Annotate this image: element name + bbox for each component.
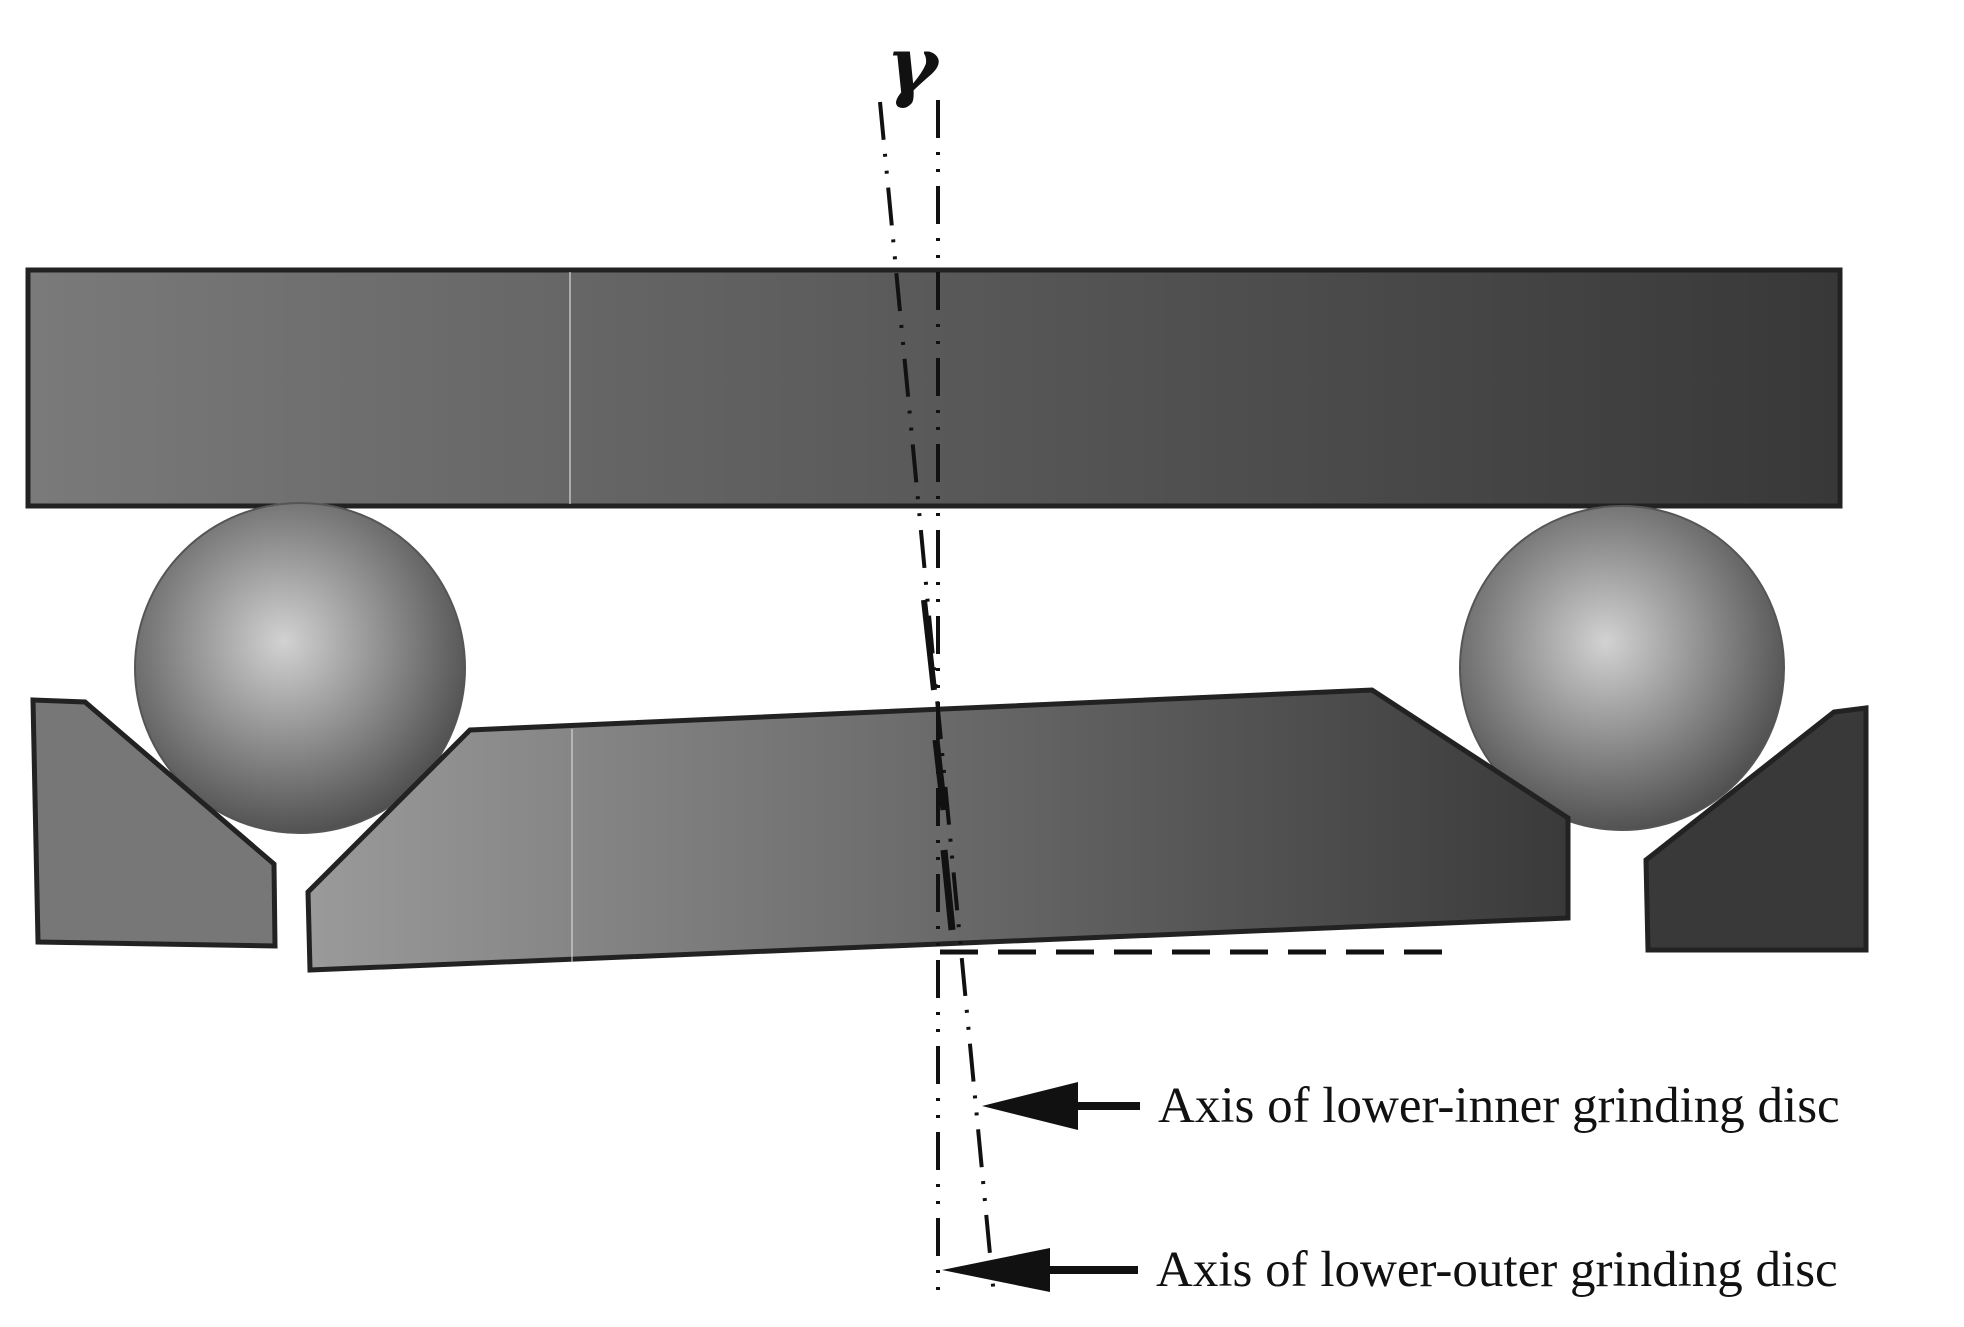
lower-outer-disc-right	[1643, 705, 1869, 953]
inner-axis-pointer-arrow	[982, 1082, 1140, 1130]
inner-axis-label: Axis of lower-inner grinding disc	[1158, 1078, 1840, 1134]
right-ball	[1459, 505, 1785, 831]
left-ball	[134, 502, 466, 834]
lower-outer-disc-left	[30, 697, 278, 949]
axis-emphasis-3	[940, 849, 956, 931]
lower-inner-grinding-disc	[305, 687, 1571, 973]
upper-grinding-disc	[25, 267, 1843, 509]
axis-emphasis-1	[921, 599, 937, 691]
axis-emphasis-2	[932, 739, 948, 811]
outer-axis-label: Axis of lower-outer grinding disc	[1156, 1242, 1838, 1298]
outer-axis-pointer-arrow	[942, 1248, 1138, 1292]
angle-gamma-label: γ	[886, 20, 941, 111]
lower-inner-disc-axis	[878, 101, 996, 1297]
